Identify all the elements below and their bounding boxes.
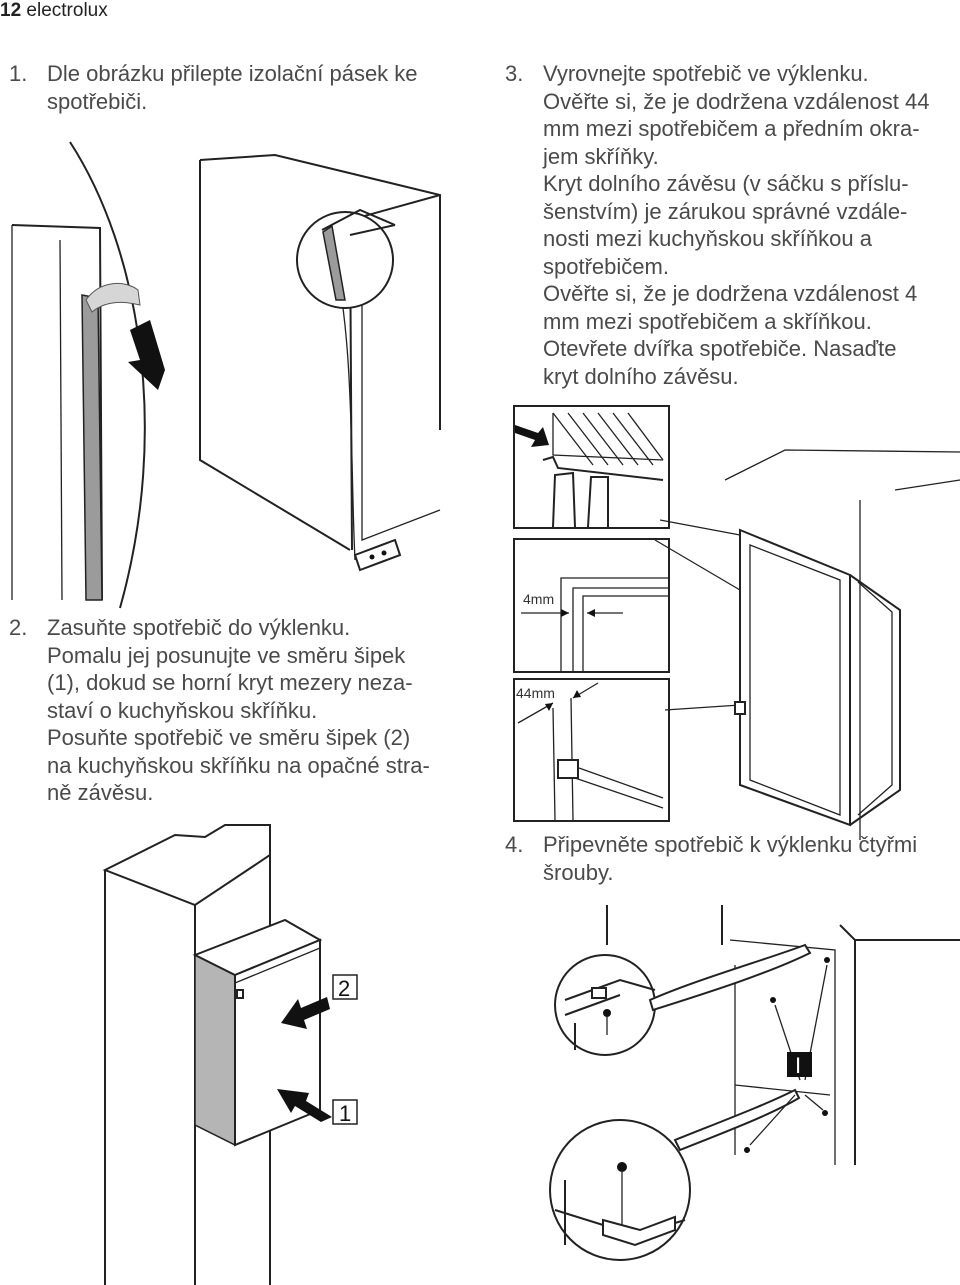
step-line: Vyrovnejte spotřebič ve výklenku. <box>543 61 869 86</box>
step-2: 2. Zasuňte spotřebič do výklenku. Pomalu… <box>9 614 477 807</box>
svg-text:1: 1 <box>339 1101 351 1126</box>
step-line: Otevřete dvířka spotřebiče. Nasaďte <box>543 336 897 361</box>
step-line: ně závěsu. <box>47 780 154 805</box>
svg-text:I: I <box>795 1053 801 1078</box>
hinge-cover <box>557 759 579 779</box>
step-line: jem skříňky. <box>543 143 659 169</box>
appliance-front <box>234 938 321 1147</box>
figure-hinge-cover-detail <box>513 405 670 529</box>
step-line: šenstvím) je zárukou správné vzdále- <box>543 198 908 224</box>
screw-icon <box>824 957 830 963</box>
step-line: na kuchyňskou skříňku na opačné stra- <box>47 752 430 778</box>
figure-4mm-detail: 4mm <box>513 538 670 673</box>
step-line: staví o kuchyňskou skříňku. <box>47 697 318 723</box>
page-header: 12 electrolux <box>0 0 108 22</box>
press-arrow-icon <box>128 320 165 390</box>
figure-open-appliance <box>654 449 960 840</box>
screw-icon <box>603 1009 611 1017</box>
badge-1 <box>332 1099 358 1125</box>
screw-icon <box>822 1110 828 1116</box>
badge-2 <box>332 974 358 1000</box>
page-number: 12 <box>0 0 22 21</box>
step-number: 1. <box>9 61 28 86</box>
arrow-1-icon <box>277 1089 332 1122</box>
tape-peel <box>85 282 141 313</box>
hinge-bracket <box>353 538 402 572</box>
bracket <box>602 1215 676 1247</box>
step-line: šrouby. <box>543 859 614 885</box>
zoom-circle-top <box>554 954 656 1056</box>
dimension-4mm: 4mm <box>523 591 554 607</box>
step-line: spotřebiči. <box>47 88 148 114</box>
direction-arrow-icon <box>515 425 549 447</box>
appliance-door <box>849 574 901 826</box>
step-line: Kryt dolního závěsu (v sáčku s příslu- <box>543 171 909 196</box>
figure-slide-in: 2 1 <box>102 824 358 1285</box>
screw-icon <box>744 1147 750 1153</box>
brand-name: electrolux <box>26 0 108 21</box>
step-line: Zasuňte spotřebič do výklenku. <box>47 615 351 640</box>
svg-text:2: 2 <box>338 976 350 1001</box>
hatching <box>552 412 664 466</box>
step-line: Pomalu jej posunujte ve směru šipek <box>47 642 406 668</box>
step-line: (1), dokud se horní kryt mezery neza- <box>47 670 413 695</box>
zoom-circle <box>296 211 394 309</box>
step-3: 3. Vyrovnejte spotřebič ve výklenku. Ově… <box>505 60 960 390</box>
figure-insulation-strip <box>11 141 441 609</box>
step-line: Připevněte spotřebič k výklenku čtyřmi <box>543 832 918 857</box>
step-line: mm mezi spotřebičem a skříňkou. <box>543 308 872 334</box>
step-line: Ověřte si, že je dodržena vzdálenost 44 <box>543 88 930 114</box>
step-line: kryt dolního závěsu. <box>543 363 739 389</box>
appliance-side <box>194 953 236 1147</box>
step-number: 3. <box>505 61 524 86</box>
screw-icon <box>770 997 776 1003</box>
step-line: Posuňte spotřebič ve směru šipek (2) <box>47 725 411 750</box>
figure-screw-mounting: I <box>549 905 960 1261</box>
step-line: mm mezi spotřebičem a předním okra- <box>543 116 920 141</box>
step-line: nosti mezi kuchyňskou skříňkou a <box>543 226 872 251</box>
screw-badge <box>787 1052 812 1077</box>
step-number: 4. <box>505 832 524 857</box>
arrow-2-icon <box>281 997 330 1029</box>
step-line: Ověřte si, že je dodržena vzdálenost 4 <box>543 281 918 306</box>
step-1: 1. Dle obrázku přilepte izolační pásek k… <box>9 60 467 115</box>
screw-icon <box>617 1162 627 1172</box>
insulation-tape <box>81 294 103 601</box>
zoom-arc <box>69 141 146 609</box>
step-line: spotřebičem. <box>543 253 669 279</box>
step-4: 4. Připevněte spotřebič k výklenku čtyřm… <box>505 831 960 886</box>
figure-44mm-detail: 44mm <box>513 678 670 822</box>
step-line: Dle obrázku přilepte izolační pásek ke <box>47 61 418 86</box>
step-number: 2. <box>9 615 28 640</box>
dimension-44mm: 44mm <box>516 685 555 701</box>
